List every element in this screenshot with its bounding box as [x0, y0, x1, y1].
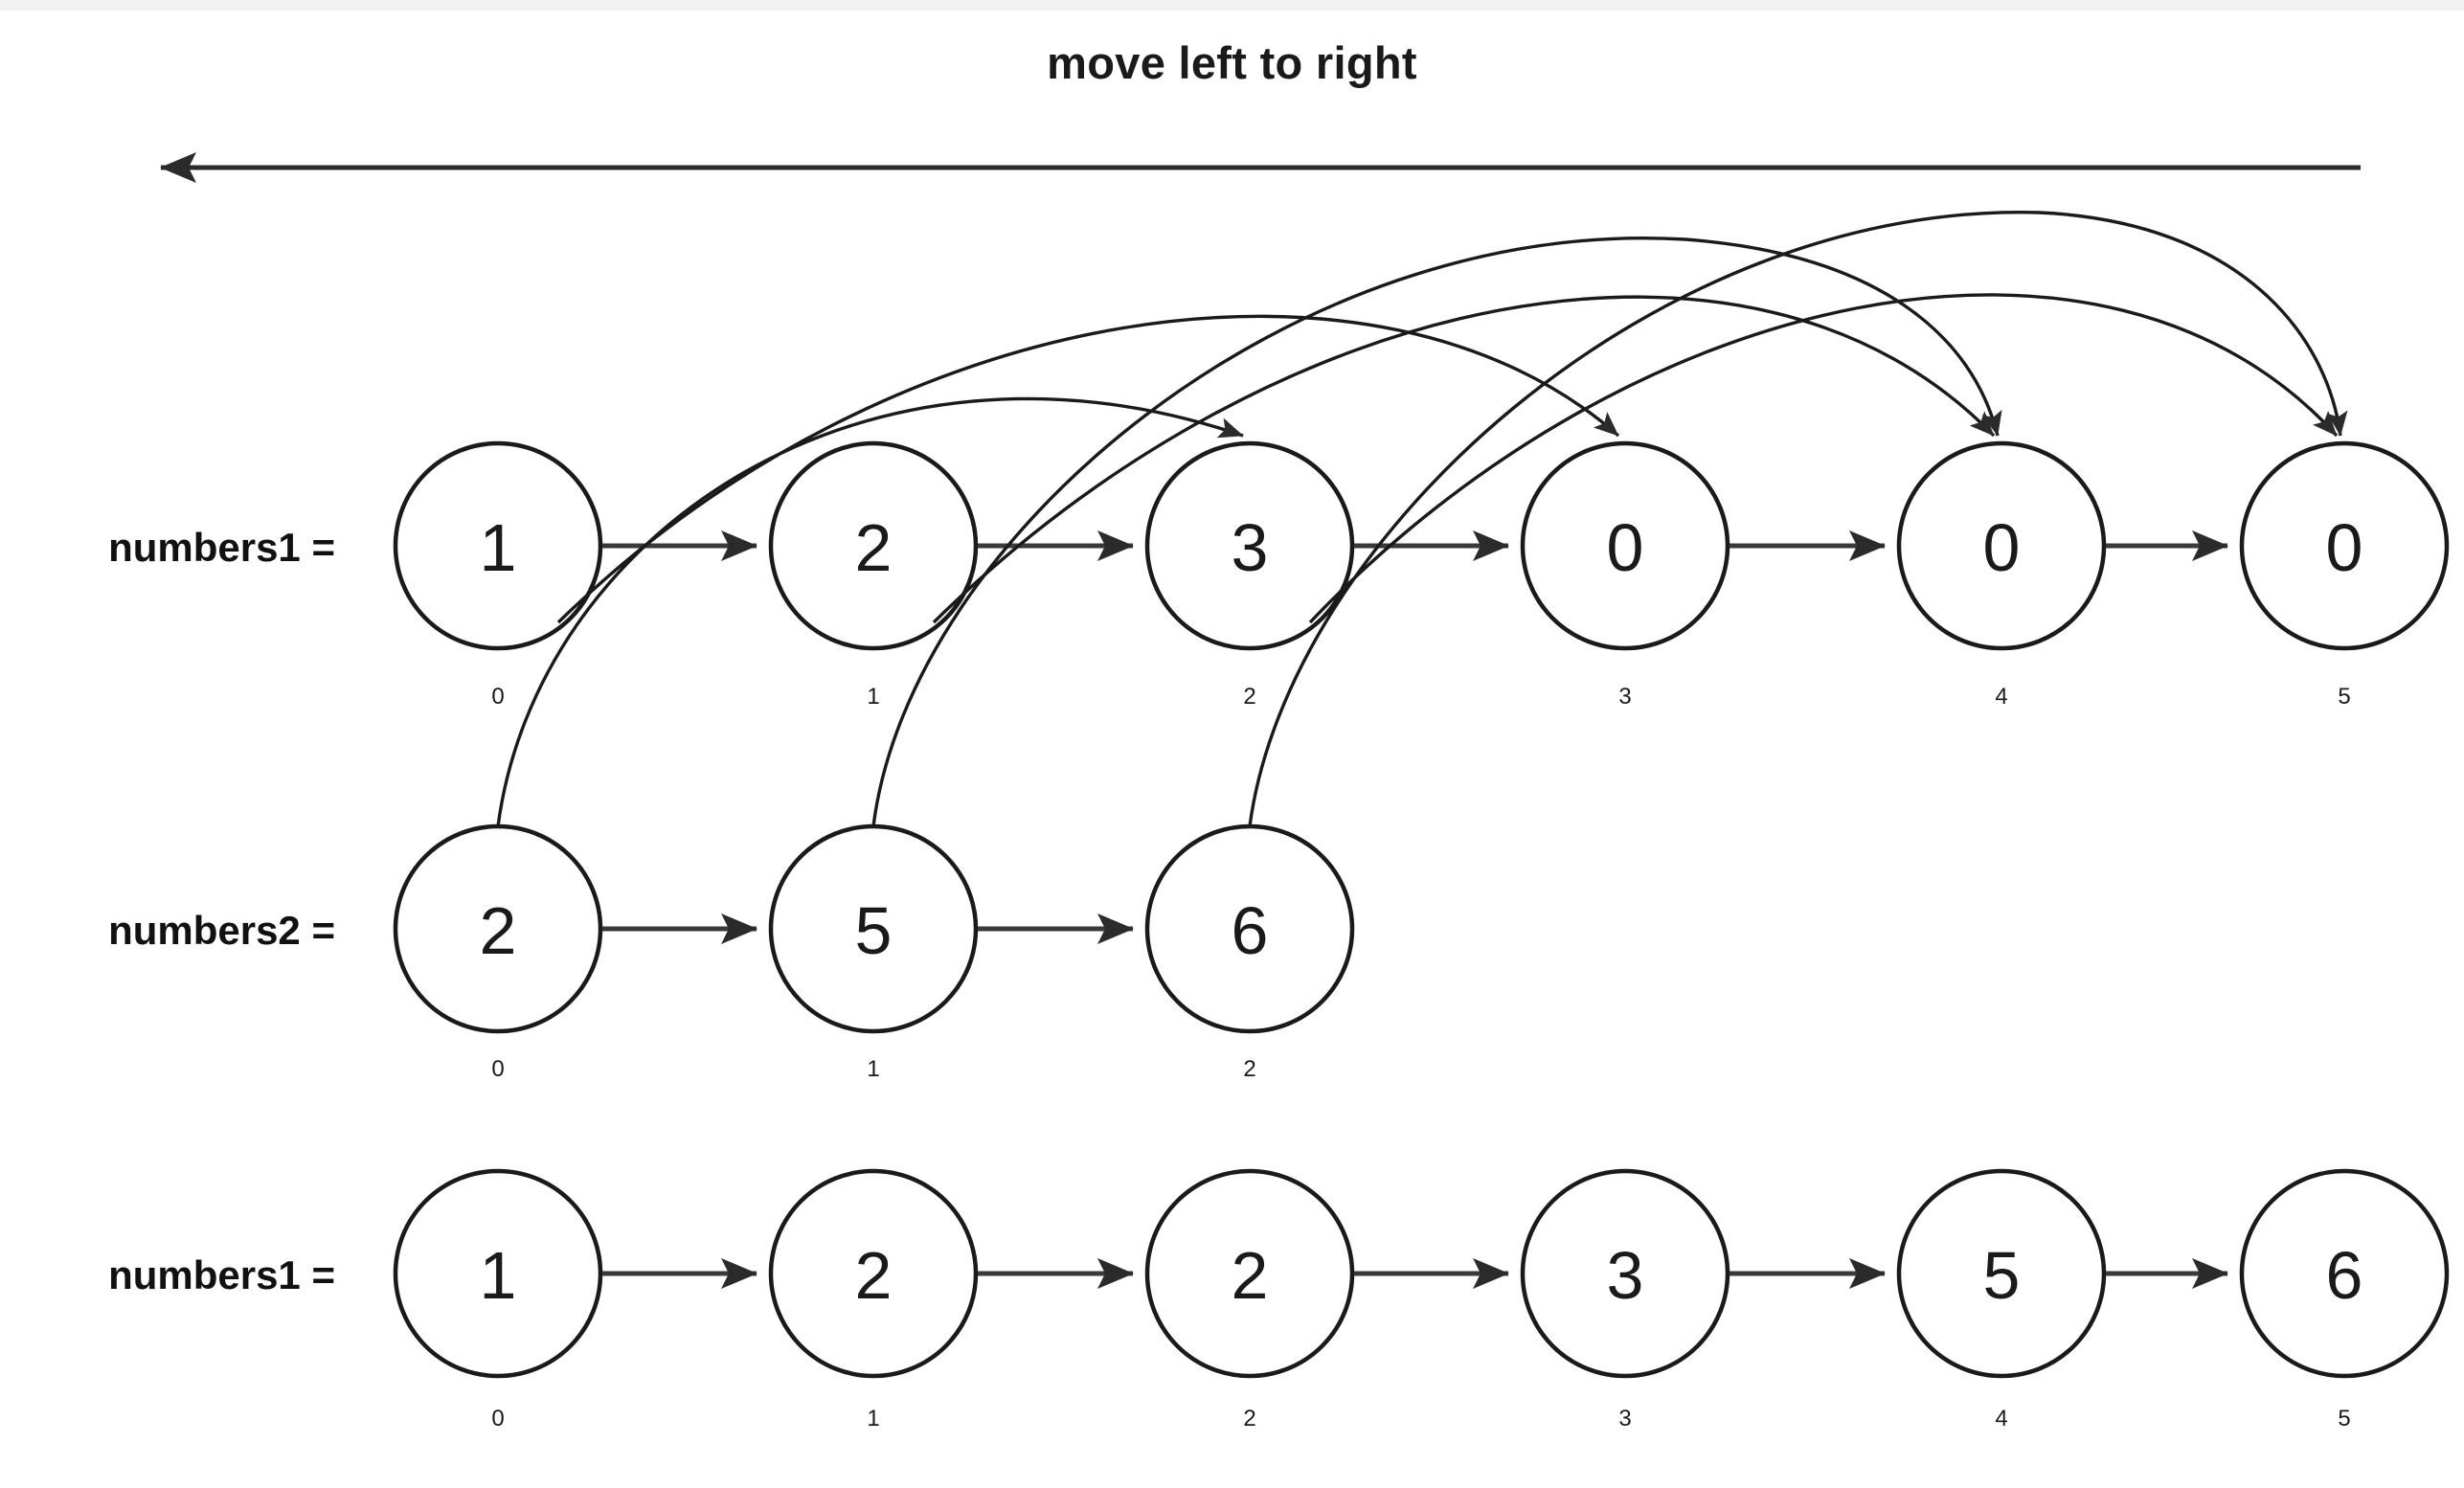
node-numbers2-1: [768, 823, 979, 1034]
node-numbers1-top-4: [1896, 440, 2107, 651]
node-numbers1-top-1: [768, 440, 979, 651]
page-title: move left to right: [1047, 37, 1417, 88]
node-index-numbers1-result-1: 1: [867, 1406, 880, 1432]
row-numbers2-circles: [393, 823, 1355, 1034]
merge-curves: [496, 211, 2348, 827]
node-index-numbers1-result-2: 2: [1243, 1406, 1256, 1432]
node-index-numbers2-1: 1: [867, 1056, 880, 1082]
node-numbers1-top-3: [1520, 440, 1730, 651]
merge-arrow-n2-0-to-top2: [496, 396, 1244, 827]
node-index-numbers1-result-0: 0: [491, 1406, 505, 1432]
node-numbers2-2: [1144, 823, 1355, 1034]
node-numbers1-result-4: [1896, 1168, 2107, 1379]
merge-arrow-n2-2-to-top5: [1248, 211, 2348, 827]
merge-arrow-top2-to-5: [1308, 293, 2339, 624]
node-numbers1-result-3: [1520, 1168, 1730, 1379]
node-numbers1-top-2: [1144, 440, 1355, 651]
node-numbers1-result-1: [768, 1168, 979, 1379]
node-numbers1-top-5: [2239, 440, 2450, 651]
top-strip: [0, 0, 2464, 11]
node-index-numbers1-top-3: 3: [1618, 684, 1632, 710]
row-numbers1-top-circles: [393, 440, 2450, 651]
node-index-numbers1-result-4: 4: [1995, 1406, 2008, 1432]
node-index-numbers1-result-3: 3: [1618, 1406, 1632, 1432]
merge-arrow-top1-to-4: [932, 295, 1996, 624]
row-numbers1-result-circles: [393, 1168, 2450, 1379]
node-index-numbers2-2: 2: [1243, 1056, 1256, 1082]
row-label-numbers1-result: numbers1 =: [108, 1252, 335, 1297]
node-index-numbers1-top-0: 0: [491, 684, 505, 710]
node-numbers1-top-0: [393, 440, 603, 651]
node-index-numbers2-0: 0: [491, 1056, 505, 1082]
node-index-numbers1-top-4: 4: [1995, 684, 2008, 710]
node-index-numbers1-top-5: 5: [2338, 684, 2351, 710]
node-numbers2-0: [393, 823, 603, 1034]
merge-arrow-n2-1-to-top4: [871, 237, 2002, 827]
node-numbers1-result-2: [1144, 1168, 1355, 1379]
node-numbers1-result-5: [2239, 1168, 2450, 1379]
node-index-numbers1-result-5: 5: [2338, 1406, 2351, 1432]
merge-arrow-top0-to-3: [556, 314, 1620, 624]
row-label-numbers1-top: numbers1 =: [108, 525, 335, 570]
node-index-numbers1-top-2: 2: [1243, 684, 1256, 710]
node-numbers1-result-0: [393, 1168, 603, 1379]
node-index-numbers1-top-1: 1: [867, 684, 880, 710]
row-label-numbers2: numbers2 =: [108, 908, 335, 953]
